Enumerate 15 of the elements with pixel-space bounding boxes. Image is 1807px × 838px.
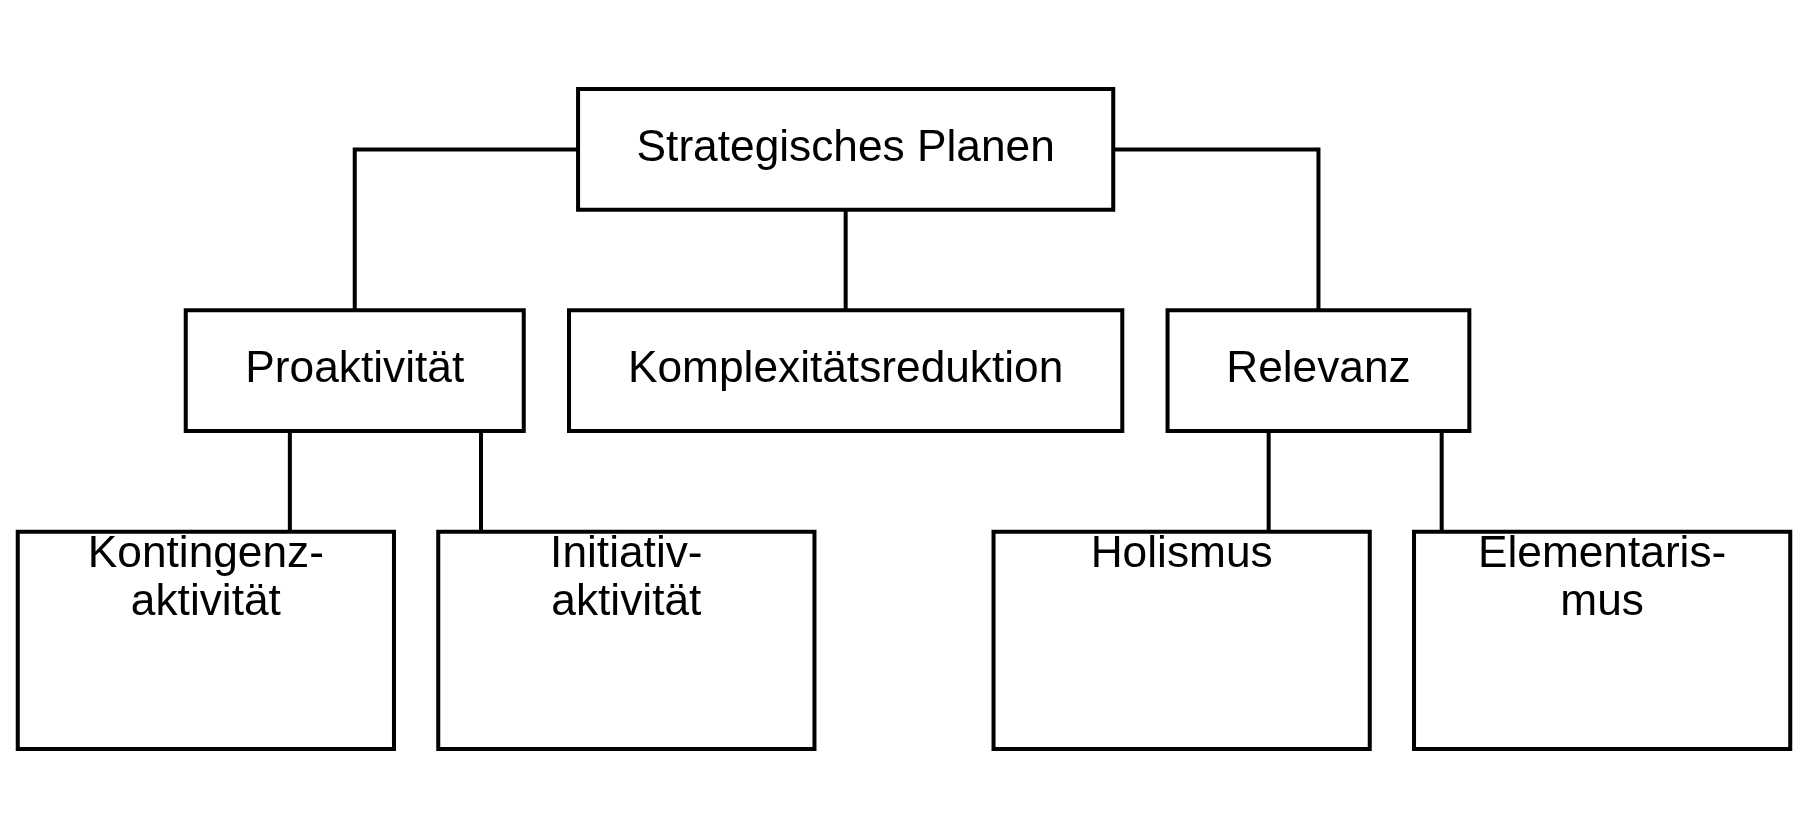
connector	[1113, 147, 1320, 311]
node-box: Komplexitätsreduktion	[566, 308, 1124, 434]
connector	[1439, 431, 1444, 532]
connector	[478, 431, 483, 532]
connector	[1266, 431, 1271, 532]
node-box: Initiativ- aktivität	[435, 529, 816, 751]
connector	[287, 431, 292, 532]
node-box: Proaktivität	[183, 308, 526, 434]
node-box: Kontingenz- aktivität	[15, 529, 396, 751]
node-box: Relevanz	[1165, 308, 1471, 434]
connector	[352, 147, 578, 311]
connector	[843, 209, 848, 311]
node-box: Strategisches Planen	[575, 87, 1115, 212]
node-box: Holismus	[991, 529, 1372, 751]
node-box: Elementaris- mus	[1411, 529, 1792, 751]
